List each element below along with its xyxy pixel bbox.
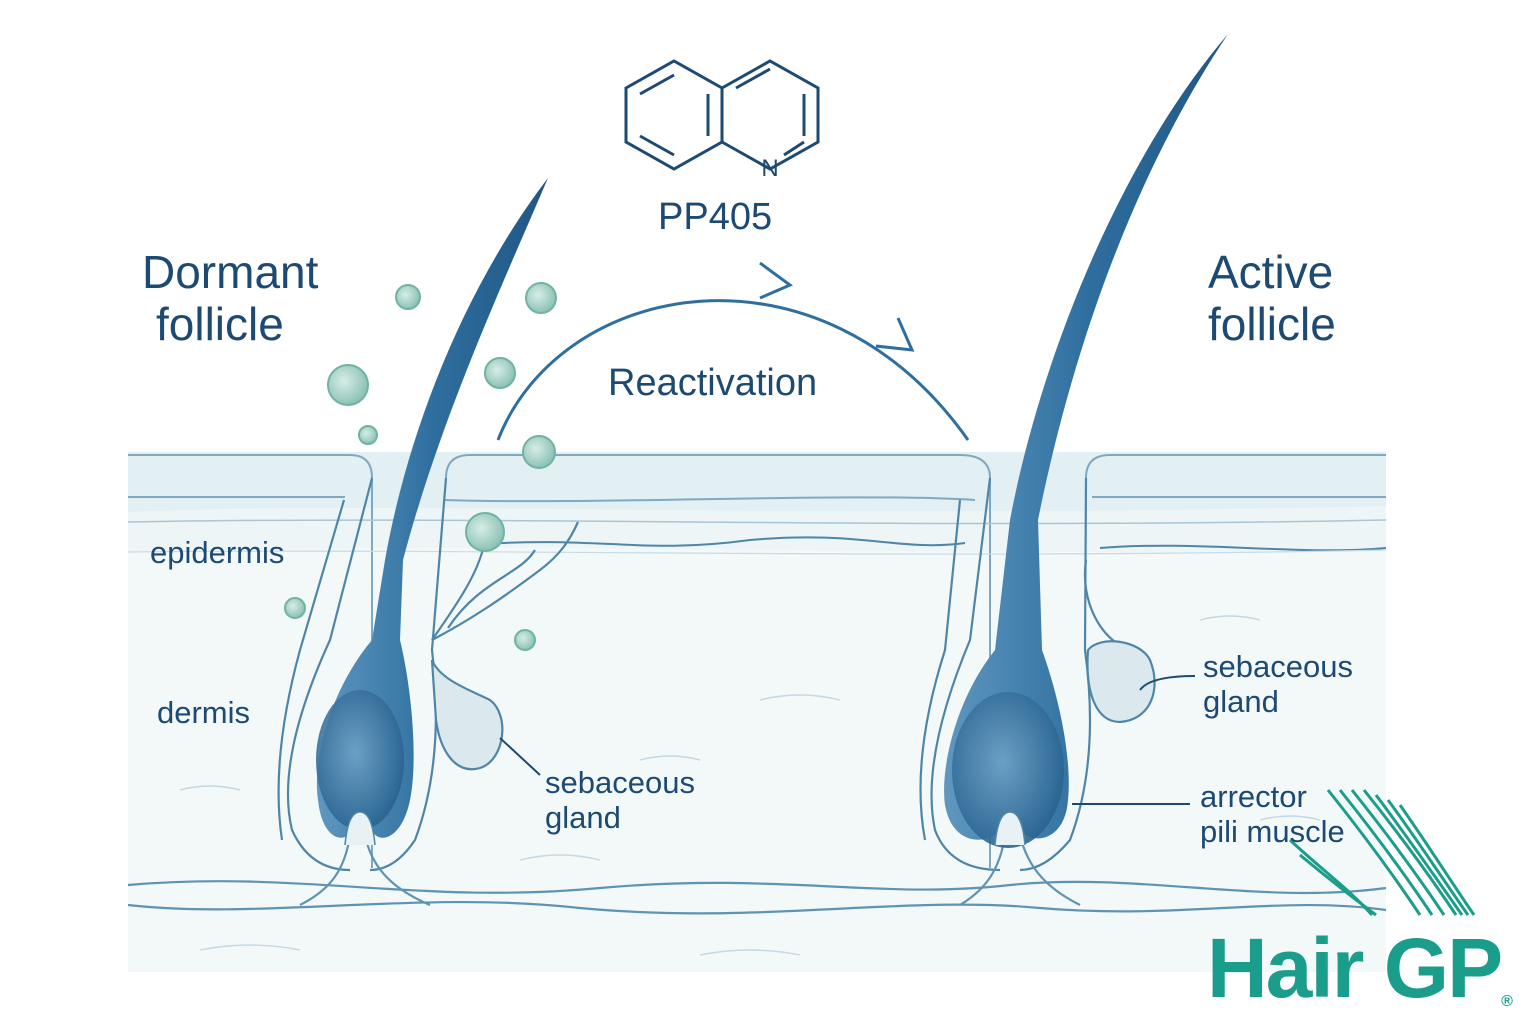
muscle-line1: arrector <box>1200 779 1307 814</box>
reactivation-label: Reactivation <box>608 362 818 404</box>
molecule-label: PP405 <box>658 196 773 238</box>
sebaceous-gland-right-label: sebaceous gland <box>1203 649 1353 719</box>
sebaceous-gland-left-label: sebaceous gland <box>545 765 695 835</box>
active-title-line1: Active <box>1208 246 1334 298</box>
active-follicle-title: Active follicle <box>1208 246 1336 350</box>
bubble <box>522 435 556 469</box>
bubble <box>525 282 557 314</box>
dormant-papilla <box>344 811 376 846</box>
epidermis-band <box>128 506 1386 552</box>
dormant-title-line2: follicle <box>156 297 284 350</box>
pp405-molecule-icon <box>624 59 820 171</box>
gland-left-pointer <box>499 737 541 776</box>
arrector-pili-label: arrector pili muscle <box>1200 779 1345 849</box>
dermis-label: dermis <box>157 695 251 730</box>
bubble <box>465 512 505 552</box>
gland-left-line1: sebaceous <box>545 765 695 800</box>
muscle-line2: pili muscle <box>1200 813 1345 849</box>
epidermis-label: epidermis <box>150 535 285 570</box>
dormant-hair-bulb <box>316 690 404 830</box>
arrow-head-1 <box>759 261 793 300</box>
dormant-hair-shaft <box>316 178 548 838</box>
skin-surface-band <box>128 452 1386 512</box>
active-title-line2: follicle <box>1208 297 1336 350</box>
reactivation-arrow <box>496 299 970 441</box>
gland-right-line1: sebaceous <box>1203 649 1353 684</box>
hair-gp-logo-mark <box>1288 789 1476 917</box>
active-hair-shaft <box>944 34 1228 840</box>
bubble <box>284 597 306 619</box>
bubble <box>514 629 536 651</box>
active-papilla <box>994 811 1026 846</box>
bubble <box>327 364 369 406</box>
sebaceous-gland-left <box>430 659 504 771</box>
follicle-sheaths <box>277 477 1092 872</box>
molecule-nitrogen: N <box>761 155 778 182</box>
dormant-follicle-title: Dormant follicle <box>142 246 319 350</box>
brand-registered-mark: ® <box>1501 993 1513 1010</box>
dermis-texture <box>179 615 1321 956</box>
skin-surface-lines <box>127 454 1387 868</box>
active-hair-bulb <box>952 692 1064 848</box>
molecule-bubbles <box>284 282 557 651</box>
gland-right-line2: gland <box>1203 683 1279 719</box>
sebaceous-gland-right <box>1086 640 1156 724</box>
hair-gp-logo: Hair GP® <box>1207 926 1513 1010</box>
arrow-head-2 <box>875 317 915 352</box>
gland-left-line2: gland <box>545 799 621 835</box>
dormant-title-line1: Dormant <box>142 246 319 298</box>
gland-right-pointer <box>1139 675 1196 691</box>
bubble <box>395 284 421 310</box>
bubble <box>484 357 516 389</box>
bubble <box>358 425 378 445</box>
brand-name: Hair GP <box>1207 921 1503 1015</box>
